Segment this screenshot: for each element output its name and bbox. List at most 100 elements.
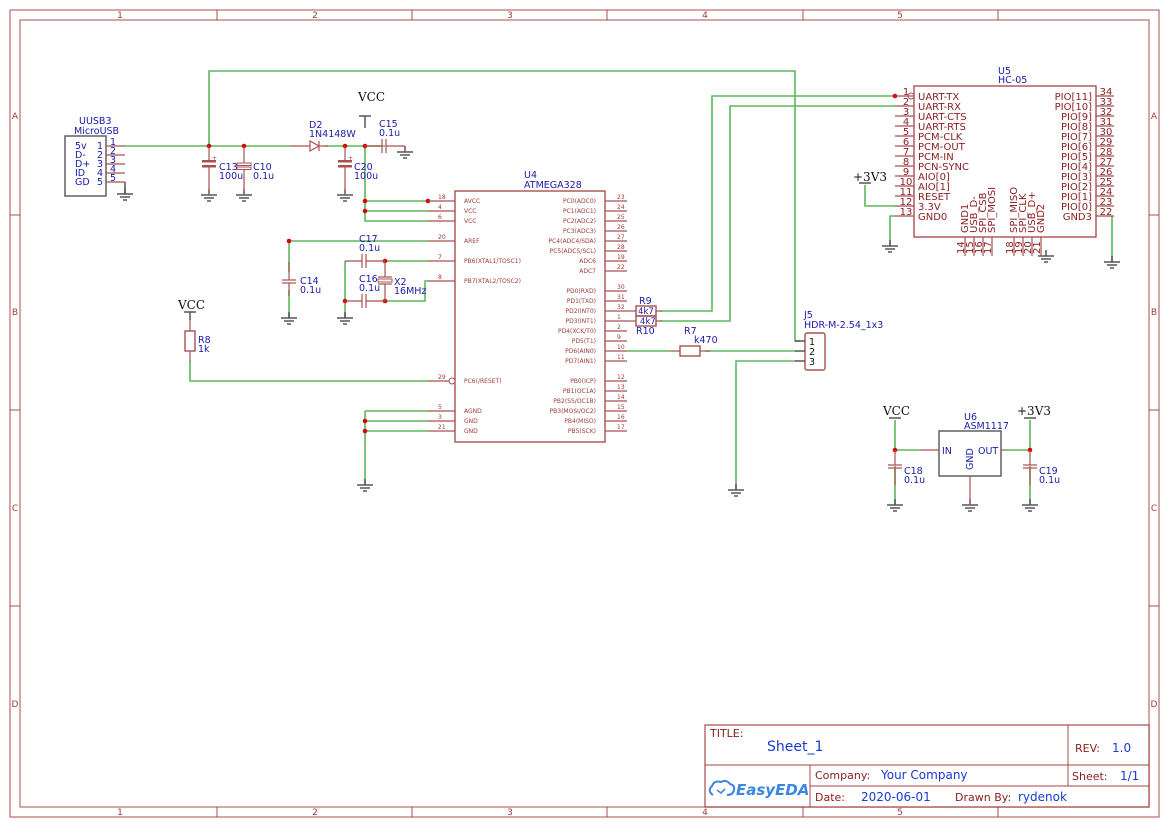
wire-reset xyxy=(189,361,428,382)
power-vcc-top: VCC xyxy=(357,90,385,128)
u5-pin-num: 21 xyxy=(1032,241,1043,254)
u5-pin-num: 33 xyxy=(1100,97,1113,108)
u5-pin-num: 17 xyxy=(983,241,994,254)
u4-pin-name: PC5(ADC5/SCL) xyxy=(550,248,596,255)
u4-pin-num: 24 xyxy=(617,204,625,211)
u5-pin-num: 3 xyxy=(903,107,909,118)
usb-value: MicroUSB xyxy=(74,126,119,137)
u5-pin-name: PIO[0] xyxy=(1061,202,1092,213)
svg-text:+: + xyxy=(212,155,217,162)
u4-pin-num: 25 xyxy=(617,214,625,221)
c14-ref: C14 xyxy=(300,276,319,287)
cap-c13: + C13 100u xyxy=(202,146,243,195)
u5-pin-num: 23 xyxy=(1100,197,1113,208)
j5-pin-2: 2 xyxy=(809,347,815,358)
r8-value: 1k xyxy=(198,344,210,355)
usb-pin-num: 3 xyxy=(110,155,116,166)
ground-icon xyxy=(357,479,373,492)
ground-icon xyxy=(1104,256,1120,269)
u5-pin-name: PIO[6] xyxy=(1061,142,1092,153)
usb-pin-name: D+ xyxy=(75,159,90,170)
usb-pin-num-inner: 5 xyxy=(97,177,103,188)
u4-pin-num: 30 xyxy=(617,284,625,291)
x2-ref: X2 xyxy=(394,277,407,288)
u4-pin-name: AGND xyxy=(464,408,482,415)
u4-pin-name: PB3(MOSI/OC2) xyxy=(550,408,596,415)
ground-icon xyxy=(887,499,903,512)
u5-pin-num: 13 xyxy=(900,207,913,218)
u4-pin-num: 5 xyxy=(438,404,442,411)
wire-hc05-gnd0 xyxy=(889,215,895,246)
header-j5: J5 HDR-M-2.54_1x3 1 2 3 xyxy=(795,310,883,371)
r7-value: k470 xyxy=(694,335,718,346)
u4-pin-name: VCC xyxy=(464,218,476,225)
ground-symbols xyxy=(117,146,1120,512)
usb-pin-num: 1 xyxy=(110,137,116,148)
u4-pin-name: AVCC xyxy=(464,198,480,205)
u5-pin-num: 14 xyxy=(956,241,967,254)
u5-pin-name: RESET xyxy=(918,192,951,203)
d2-ref: D2 xyxy=(309,120,322,131)
col-label-bottom-1: 1 xyxy=(117,808,123,818)
j5-pin-1: 1 xyxy=(809,337,815,348)
u4-pin-name: PD0(RXD) xyxy=(566,288,596,295)
u5-pin-name: SPI_CLK xyxy=(1018,193,1029,233)
sheet-label: Sheet: xyxy=(1072,770,1108,783)
rev-label: REV: xyxy=(1075,742,1100,755)
usb-pin-num-inner: 1 xyxy=(97,141,103,152)
u5-pin-name: GND3 xyxy=(1063,212,1092,223)
u4-pin-name: PD4(XCK/T0) xyxy=(558,328,596,335)
ground-icon xyxy=(281,312,297,325)
regulator-u6: VCC +3V3 U6 ASM1117 IN OUT GND xyxy=(882,404,1051,505)
cap-c19: C19 0.1u xyxy=(1023,450,1060,486)
u5-pin-num: 32 xyxy=(1100,107,1113,118)
u6-value: ASM1117 xyxy=(964,421,1009,432)
u5-pin-num: 4 xyxy=(903,117,909,128)
u4-pin-num: 29 xyxy=(438,374,446,381)
wire-c18 xyxy=(894,420,920,505)
junction-dot xyxy=(362,208,368,214)
wire-c19 xyxy=(1005,420,1031,505)
u5-pin-num: 28 xyxy=(1100,147,1113,158)
u4-value: ATMEGA328 xyxy=(524,180,582,191)
cap-c18: C18 0.1u xyxy=(888,450,925,486)
u4-pin-name: PD5(T1) xyxy=(572,338,596,345)
u4-pin-num: 16 xyxy=(617,414,625,421)
u4-pin-name: PB6(XTAL1/TOSC1) xyxy=(464,258,521,265)
u5-pin-name: GND2 xyxy=(1036,204,1047,233)
u4-body xyxy=(454,190,606,443)
c15-ref: C15 xyxy=(379,119,398,130)
usb-pin-name: D- xyxy=(75,150,86,161)
u5-pin-name: PCM-OUT xyxy=(918,142,966,153)
cap-c15: C15 0.1u xyxy=(365,119,406,153)
u5-pin-num: 9 xyxy=(903,167,909,178)
u4-pin-name: PB5(SCK) xyxy=(568,428,596,435)
u5-pin-num: 6 xyxy=(903,137,909,148)
u4-pin-num: 4 xyxy=(438,204,442,211)
row-label-right-a: A xyxy=(1151,112,1158,122)
u4-pin-name: PB0(ICP) xyxy=(570,378,596,385)
cap-c14: C14 0.1u xyxy=(282,262,321,296)
c16-ref: C16 xyxy=(359,274,378,285)
u5-pin-name: PIO[4] xyxy=(1061,162,1092,173)
title-label: TITLE: xyxy=(709,727,743,740)
u4-pin-name: PB2(SS/OC1B) xyxy=(553,398,596,405)
u4-pin-num: 12 xyxy=(617,374,625,381)
u5-pin-num: 31 xyxy=(1100,117,1113,128)
c19-value: 0.1u xyxy=(1039,475,1060,486)
wire-3v3-hc05 xyxy=(864,185,895,207)
u5-pin-name: 3.3V xyxy=(918,202,941,213)
junction-dot xyxy=(286,238,292,244)
u5-pin-name: AIO[1] xyxy=(918,182,950,193)
company-label: Company: xyxy=(815,769,870,782)
u4-pin-num: 32 xyxy=(617,304,625,311)
u5-pin-name: UART-RTS xyxy=(918,122,966,133)
resistor-r8: VCC R8 1k xyxy=(177,298,211,362)
col-label-bottom-4: 4 xyxy=(702,808,708,818)
ground-icon xyxy=(1022,499,1038,512)
u4-pin-num: 23 xyxy=(617,194,625,201)
u4-pin-num: 8 xyxy=(438,274,442,281)
u4-pin-name: PB1(OC1A) xyxy=(563,388,596,395)
